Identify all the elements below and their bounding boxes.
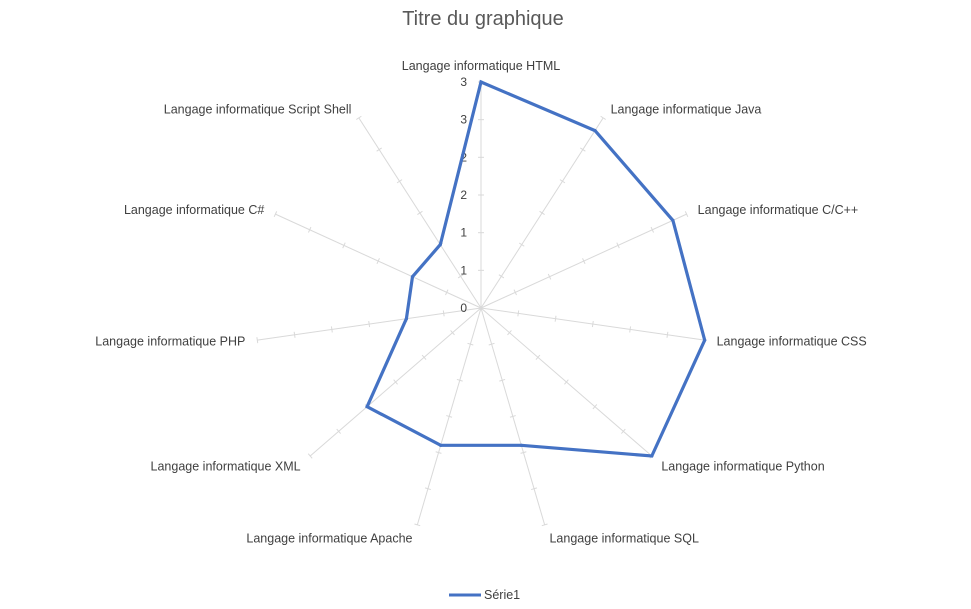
radar-tick-mark bbox=[684, 211, 689, 218]
category-label: Langage informatique HTML bbox=[402, 59, 560, 73]
radar-grid bbox=[256, 81, 706, 527]
series-point bbox=[650, 454, 654, 458]
radar-tick-mark bbox=[342, 242, 346, 249]
radar-tick-mark bbox=[592, 404, 598, 410]
category-label: Langage informatique SQL bbox=[549, 531, 698, 545]
value-tick-label: 3 bbox=[460, 113, 467, 127]
radar-tick-mark bbox=[256, 337, 259, 344]
category-label: Langage informatique CSS bbox=[717, 335, 867, 349]
series-point bbox=[671, 218, 675, 222]
series-point bbox=[438, 243, 442, 247]
radar-tick-mark bbox=[336, 428, 342, 434]
radar-tick-mark bbox=[498, 274, 505, 279]
radar-tick-mark bbox=[531, 487, 538, 491]
value-tick-label: 2 bbox=[460, 150, 467, 164]
radar-tick-mark bbox=[273, 211, 278, 218]
radar-tick-mark bbox=[307, 453, 313, 459]
radar-tick-mark bbox=[293, 331, 296, 338]
series-point bbox=[479, 80, 483, 84]
category-label: Langage informatique Apache bbox=[246, 531, 412, 545]
category-label: Langage informatique C# bbox=[124, 203, 264, 217]
radar-tick-mark bbox=[376, 147, 382, 152]
radar-tick-mark bbox=[564, 379, 569, 385]
radar-tick-mark bbox=[580, 147, 586, 152]
category-label: Langage informatique C/C++ bbox=[698, 203, 859, 217]
radar-tick-mark bbox=[417, 210, 423, 215]
radar-tick-mark bbox=[435, 451, 442, 454]
radar-tick-mark bbox=[450, 330, 455, 336]
radar-tick-mark bbox=[442, 310, 445, 317]
radar-tick-mark bbox=[499, 378, 506, 382]
radar-tick-mark bbox=[467, 342, 474, 346]
radar-tick-mark bbox=[541, 523, 548, 527]
value-tick-label: 3 bbox=[460, 75, 467, 89]
radar-tick-mark bbox=[666, 331, 669, 338]
chart-title: Titre du graphique bbox=[402, 8, 564, 30]
radar-tick-mark bbox=[376, 258, 380, 264]
radar-tick-mark bbox=[330, 326, 333, 333]
category-label: Langage informatique Script Shell bbox=[164, 102, 352, 116]
radar-tick-mark bbox=[414, 523, 421, 527]
series-layer bbox=[365, 79, 707, 458]
series-point bbox=[593, 128, 597, 133]
radar-tick-mark bbox=[507, 330, 512, 336]
radar-tick-mark bbox=[629, 326, 632, 333]
radar-tick-mark bbox=[616, 242, 620, 249]
radar-tick-mark bbox=[421, 354, 427, 360]
radar-tick-mark bbox=[393, 379, 398, 385]
legend: Série1 bbox=[449, 588, 520, 602]
value-axis-ticks: 0 1 1 2 2 3 3 bbox=[460, 75, 467, 315]
radar-tick-mark bbox=[457, 274, 464, 279]
series-point bbox=[410, 275, 415, 279]
category-label: Langage informatique Python bbox=[661, 460, 824, 474]
radar-tick-mark bbox=[600, 115, 606, 120]
radar-tick-mark bbox=[517, 310, 520, 317]
value-tick-label: 0 bbox=[460, 301, 467, 315]
category-label: Langage informatique Java bbox=[611, 102, 762, 116]
radar-tick-mark bbox=[620, 428, 626, 434]
series-point bbox=[519, 443, 523, 447]
category-label: Langage informatique PHP bbox=[95, 335, 245, 349]
radar-tick-mark bbox=[307, 226, 312, 233]
radar-tick-mark bbox=[424, 487, 431, 491]
radar-tick-mark bbox=[509, 415, 516, 418]
radar-tick-mark bbox=[535, 354, 541, 360]
series-point bbox=[365, 405, 369, 409]
radar-tick-mark bbox=[446, 415, 453, 418]
radar-tick-mark bbox=[520, 451, 527, 454]
value-tick-label: 2 bbox=[460, 188, 467, 202]
radar-tick-mark bbox=[445, 289, 449, 296]
series-line-0 bbox=[365, 79, 707, 458]
radar-tick-mark bbox=[518, 242, 525, 247]
radar-tick-mark bbox=[591, 321, 594, 328]
category-label: Langage informatique XML bbox=[151, 460, 301, 474]
radar-tick-mark bbox=[368, 321, 371, 328]
radar-tick-mark bbox=[547, 273, 552, 280]
radar-tick-mark bbox=[513, 289, 517, 296]
radar-tick-mark bbox=[539, 210, 545, 215]
radar-tick-mark bbox=[456, 378, 463, 382]
radar-tick-mark bbox=[554, 315, 557, 322]
legend-label-serie1: Série1 bbox=[484, 588, 520, 602]
radar-tick-mark bbox=[650, 226, 655, 233]
series-point bbox=[703, 338, 707, 342]
radar-tick-mark bbox=[356, 115, 362, 120]
series-point bbox=[439, 443, 443, 447]
category-labels: Langage informatique HTML Langage informa… bbox=[95, 59, 866, 545]
series-point bbox=[404, 317, 409, 321]
value-tick-label: 1 bbox=[460, 263, 467, 277]
radar-tick-mark bbox=[488, 342, 495, 346]
value-tick-label: 1 bbox=[460, 226, 467, 240]
radar-tick-mark bbox=[559, 179, 566, 184]
radar-tick-mark bbox=[582, 258, 586, 264]
radar-tick-mark bbox=[396, 179, 403, 184]
